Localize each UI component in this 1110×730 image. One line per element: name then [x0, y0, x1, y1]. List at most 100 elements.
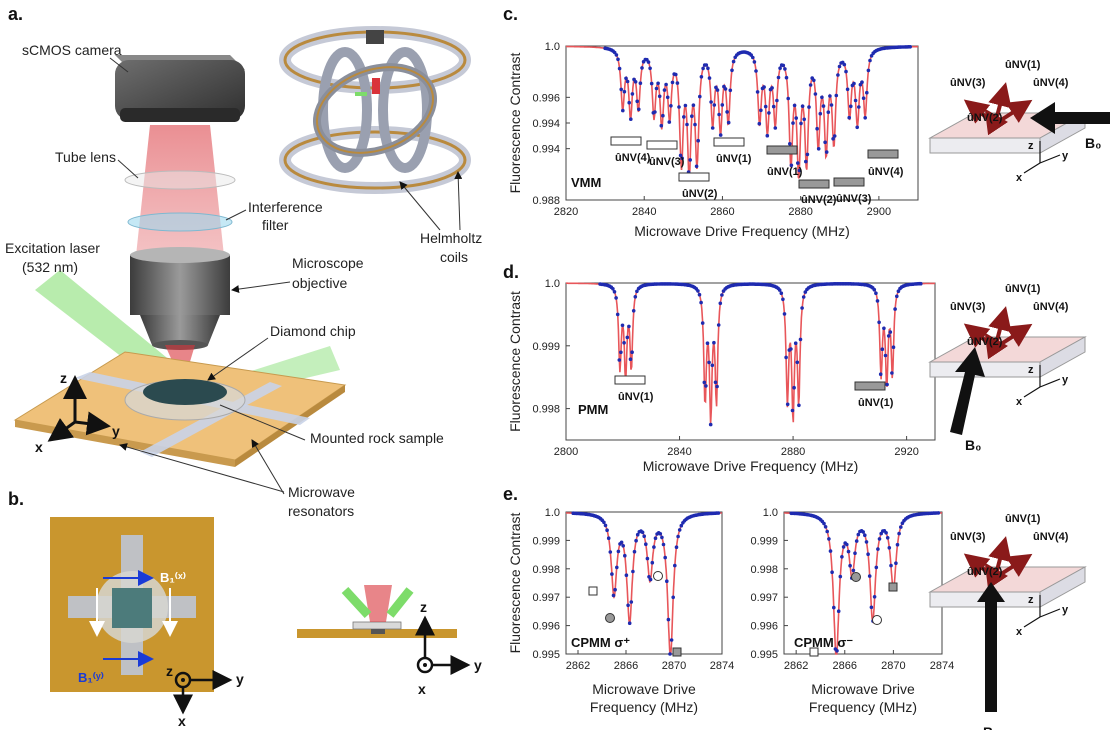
data-point-e1 — [663, 555, 667, 560]
data-point-c — [625, 79, 630, 84]
mini-axis-y-vec-c — [1039, 154, 1061, 164]
data-point-e1 — [676, 534, 680, 539]
nv-vector-label-vec-c-0: ûNV(3) — [950, 77, 986, 89]
y-axis-title-e1: Fluorescence Contrast — [507, 512, 523, 653]
data-point-c — [771, 104, 776, 109]
data-point-c — [759, 108, 763, 113]
data-point-c — [853, 98, 858, 103]
laser-in-side — [341, 586, 372, 619]
data-point-c — [656, 81, 660, 86]
data-point-e1 — [615, 565, 619, 570]
data-point-e2 — [899, 525, 903, 529]
data-point-d — [803, 290, 808, 294]
data-point-d — [795, 360, 800, 365]
data-point-e1 — [605, 528, 609, 532]
data-point-c — [674, 72, 678, 77]
board-edge — [235, 385, 345, 467]
filter-label-2: filter — [262, 217, 289, 233]
diamond-leader — [207, 337, 269, 381]
data-point-e1 — [647, 575, 651, 579]
y-tick-label-c-1: 0.994 — [532, 144, 560, 156]
axis-y-b: y — [236, 671, 244, 687]
data-point-e1 — [677, 528, 682, 532]
data-point-d — [712, 340, 716, 345]
data-point-d — [635, 289, 639, 294]
data-point-e2 — [897, 531, 901, 536]
plot-frame-e2 — [783, 511, 943, 655]
data-point-c — [670, 80, 675, 85]
data-point-c — [755, 90, 760, 94]
data-point-d — [919, 281, 923, 286]
marker-e2-square-open — [809, 647, 819, 657]
data-point-e1 — [679, 523, 684, 528]
y-tick-label-e1-3: 0.998 — [532, 564, 560, 576]
data-point-c — [788, 142, 792, 146]
data-point-c — [614, 53, 619, 57]
data-point-c — [690, 114, 694, 118]
nv-marker-c-3 — [678, 172, 710, 182]
data-point-e2 — [876, 547, 880, 551]
data-point-e1 — [666, 617, 671, 622]
data-point-c — [633, 80, 638, 84]
data-point-d — [619, 350, 623, 355]
data-point-c — [818, 111, 823, 116]
data-point-c — [622, 89, 627, 94]
data-point-c — [789, 163, 794, 168]
data-point-e2 — [853, 551, 857, 555]
y-axis-title-d: Fluorescence Contrast — [507, 291, 523, 432]
data-point-c — [683, 103, 688, 108]
data-point-e2 — [822, 521, 826, 526]
data-point-e1 — [671, 595, 675, 600]
data-point-c — [791, 121, 795, 125]
data-point-c — [629, 117, 633, 121]
objective-leader — [231, 281, 291, 294]
nv-vector-label-vec-c-1: ûNV(1) — [1005, 59, 1041, 71]
x-tick-label-d-2: 2880 — [781, 446, 805, 458]
data-point-c — [688, 158, 692, 162]
nv-marker-c-5 — [766, 145, 798, 155]
mini-axis-x-label-vec-c: x — [1016, 172, 1023, 184]
nv-label-c-6: ûNV(2) — [801, 194, 837, 206]
data-point-d — [625, 335, 630, 340]
x-axis-title-e2-1: Microwave Drive — [811, 681, 915, 697]
sample-side — [352, 621, 402, 630]
data-point-e1 — [716, 511, 721, 515]
data-point-e1 — [652, 545, 656, 549]
x-axis-title-e1-1: Microwave Drive — [592, 681, 696, 697]
nv-vector-label-vec-d-0: ûNV(3) — [950, 301, 986, 313]
data-point-e2 — [823, 525, 828, 529]
y-tick-label-d-2: 1.0 — [545, 278, 560, 290]
data-point-c — [799, 121, 803, 126]
data-point-c — [709, 100, 713, 104]
data-point-e1 — [650, 560, 655, 565]
data-point-c — [621, 108, 625, 113]
data-point-c — [786, 96, 790, 101]
b0-label-vec-c: B₀ — [1085, 135, 1101, 151]
interference-filter — [127, 212, 233, 232]
data-point-c — [813, 92, 818, 96]
y-axis-title-c: Fluorescence Contrast — [507, 52, 523, 193]
data-point-c — [866, 68, 871, 73]
data-point-c — [829, 103, 834, 107]
data-point-c — [704, 63, 709, 67]
data-point-d — [797, 403, 801, 408]
data-point-d — [880, 347, 885, 352]
x-tick-label-e2-2: 2870 — [881, 660, 905, 672]
data-point-d — [631, 309, 636, 313]
data-point-c — [804, 159, 808, 164]
data-point-e2 — [838, 574, 843, 579]
data-point-d — [614, 296, 618, 300]
data-point-e2 — [828, 549, 833, 553]
data-point-c — [800, 104, 805, 108]
data-point-c — [635, 99, 639, 104]
x-tick-label-e2-0: 2862 — [784, 660, 808, 672]
nv-vector-label-vec-d-3: ûNV(2) — [967, 336, 1003, 348]
data-point-c — [754, 69, 758, 73]
mini-axis-z-label-vec-c: z — [1028, 140, 1034, 152]
data-point-c — [675, 81, 680, 85]
data-point-d — [628, 357, 633, 362]
b1y-label: B₁⁽ʸ⁾ — [78, 670, 104, 685]
data-point-e1 — [619, 540, 624, 545]
nv-vector-label-vec-e-2: ûNV(4) — [1033, 531, 1069, 543]
